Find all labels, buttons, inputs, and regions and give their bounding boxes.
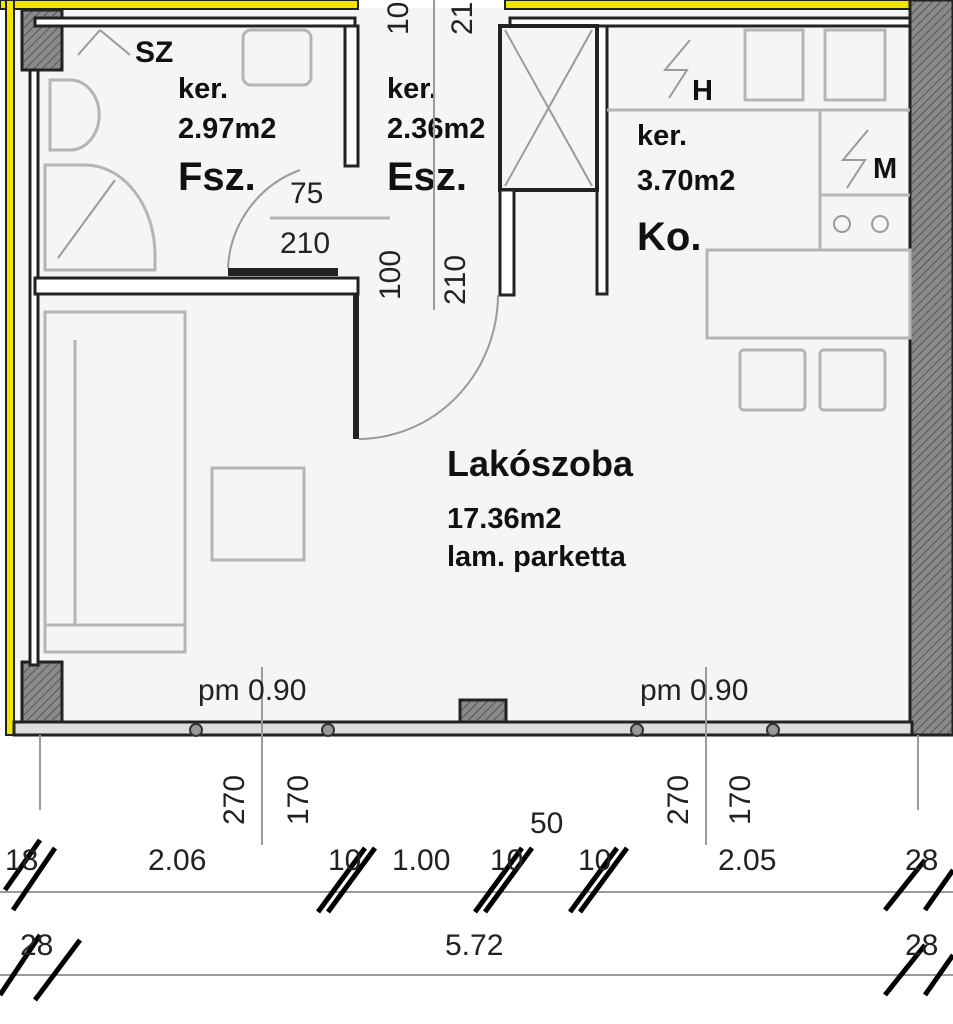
interior-walls (12, 16, 914, 737)
window-2-height: 270 (662, 775, 695, 825)
window-2-sill: pm 0.90 (640, 674, 748, 707)
window-1-head: 170 (282, 775, 315, 825)
window-1-sill: pm 0.90 (198, 674, 306, 707)
dim-1-00: 1.00 (392, 844, 450, 877)
window-1-height: 270 (218, 775, 251, 825)
hall-door-height: 210 (439, 255, 472, 305)
table (210, 466, 306, 562)
bathroom-fixtures (43, 28, 313, 272)
column-right (908, 0, 953, 737)
dim-50: 50 (530, 807, 563, 840)
dim-28a: 28 (905, 844, 938, 877)
kitchen-fixtures (607, 28, 912, 412)
dimension-lines (0, 735, 953, 1002)
kitchen-code: Ko. (637, 215, 701, 259)
bathroom-symbol: SZ (135, 36, 173, 69)
top-door-height: 21 (446, 2, 479, 35)
hall-code: Esz. (387, 155, 467, 199)
chair (818, 348, 887, 412)
bath-door-width: 75 (290, 177, 323, 210)
living-floor: lam. parketta (447, 541, 627, 573)
bath-door-swing (227, 169, 301, 269)
sofa (43, 310, 187, 654)
window-markers (189, 723, 780, 737)
living-area: 17.36m2 (447, 503, 562, 535)
bathroom-floor: ker. (178, 73, 228, 105)
bathroom-area: 2.97m2 (178, 113, 276, 145)
shower-icon (43, 163, 157, 272)
hall-floor: ker. (387, 73, 437, 105)
dim-28c: 28 (905, 929, 938, 962)
kitchen-symbol-m: M (873, 153, 897, 185)
bathroom-code: Fsz. (178, 155, 256, 199)
dim-2-05: 2.05 (718, 844, 776, 877)
electric-symbol-icon (840, 129, 869, 189)
hall-door-width: 100 (374, 250, 407, 300)
hall-door-swing (358, 294, 499, 440)
kitchen-symbol-h: H (692, 75, 713, 107)
kitchen-floor: ker. (637, 120, 687, 152)
floor-area (14, 8, 912, 735)
dim-10a: 10 (328, 844, 361, 877)
sink-icon (241, 28, 313, 87)
living-name: Lakószoba (447, 443, 634, 484)
electric-symbol-icon (662, 39, 691, 99)
dim-5-72: 5.72 (445, 929, 503, 962)
dim-10c: 10 (578, 844, 611, 877)
chair (738, 348, 807, 412)
kitchen-area: 3.70m2 (637, 165, 735, 197)
dim-2-06: 2.06 (148, 844, 206, 877)
dim-18: 18 (5, 844, 38, 877)
hall-area: 2.36m2 (387, 113, 485, 145)
outer-wall-insulation (0, 0, 911, 736)
kitchen-counter (705, 248, 912, 340)
toilet-icon (48, 78, 101, 152)
window-2-head: 170 (724, 775, 757, 825)
top-door-width: 10 (382, 2, 415, 35)
dim-10b: 10 (490, 844, 523, 877)
dim-28b: 28 (20, 929, 53, 962)
bath-door-height: 210 (280, 227, 330, 260)
